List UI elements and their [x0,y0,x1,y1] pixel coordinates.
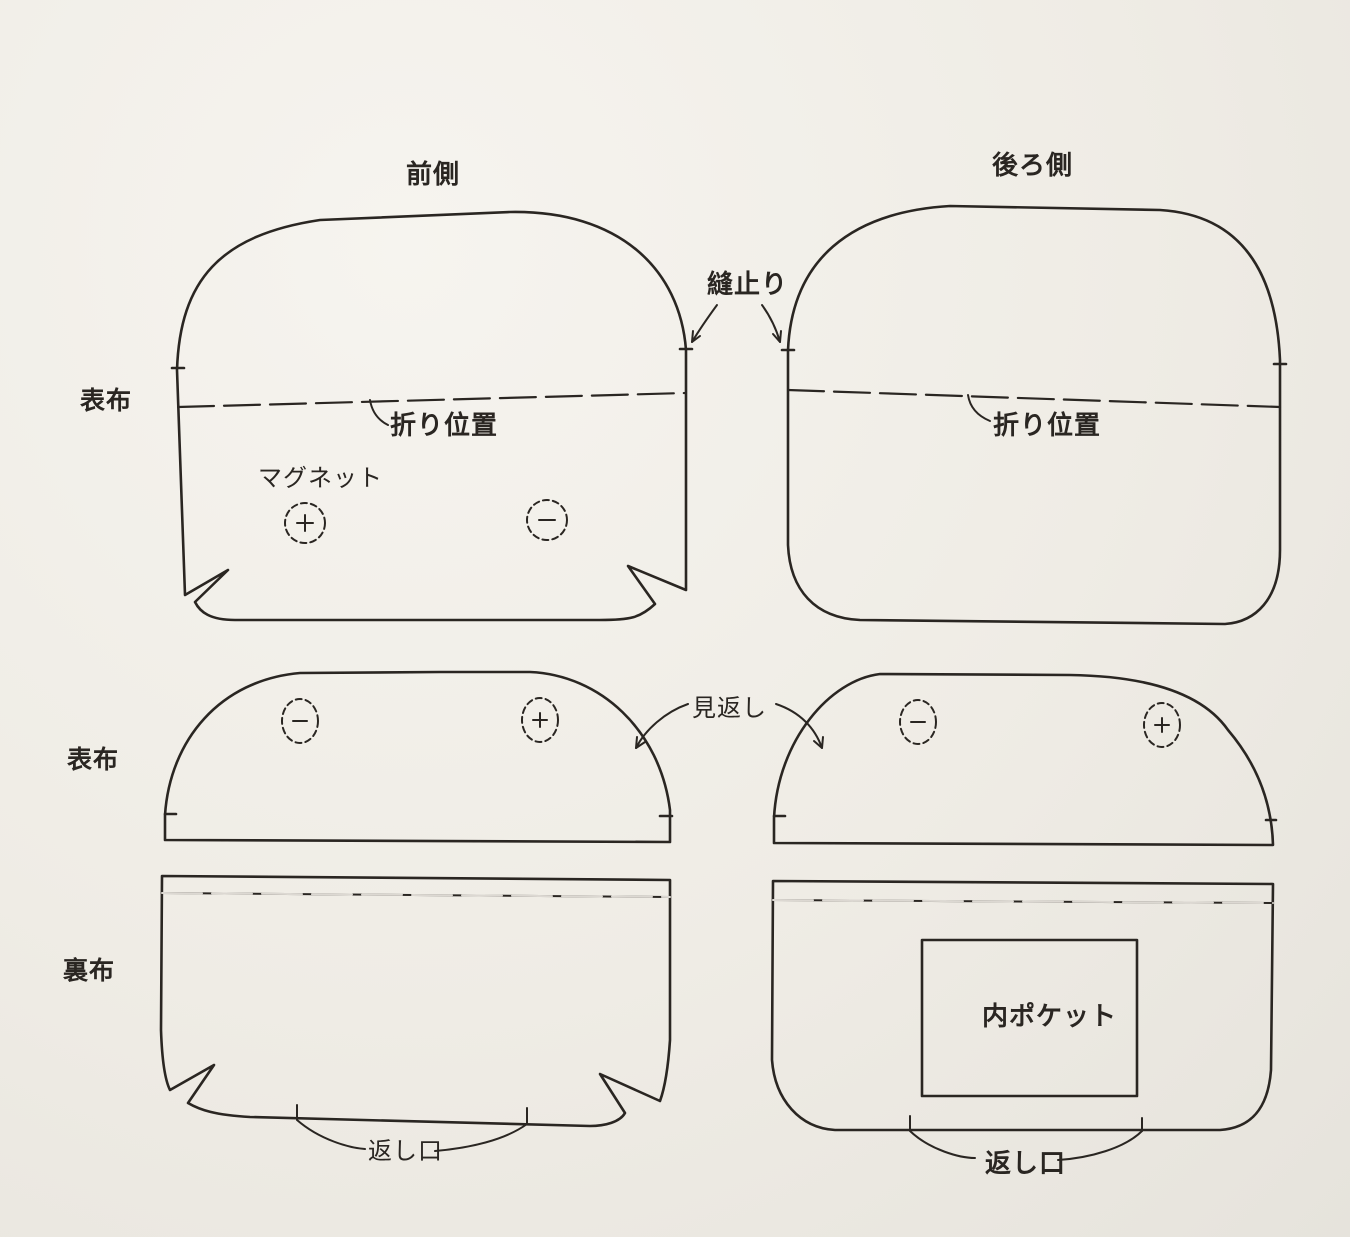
inner-pocket-rect [920,938,1139,1098]
front-lining-piece-outline [159,874,672,1128]
back-facing-piece-outline [772,672,1275,847]
magnet-mark-plus-facing-back [1143,702,1181,748]
fold-line-back [786,388,1282,409]
row-label-lining: 裏布 [63,956,116,985]
magnet-label: マグネット [258,464,383,492]
turning-opening-label-front: 返し口 [368,1137,443,1165]
fold-line-label-front: 折り位置 [390,411,499,441]
stitch-stop-label: 縫止り [707,270,789,300]
stitch-stop-arrow-right [761,304,781,343]
facing-label: 見返し [692,694,767,722]
facing-arrow-right [775,703,823,749]
turning-opening-bracket-front [296,1119,528,1152]
magnet-mark-plus-facing-front [521,697,559,743]
front-outer-piece-outline [175,210,688,622]
lining-stitch-line-back [772,899,1274,904]
turning-opening-bracket-back [909,1130,1143,1161]
back-outer-piece-outline [786,204,1282,626]
magnet-mark-minus-front [526,499,568,541]
lining-stitch-line-front [161,892,671,898]
back-lining-piece-outline [770,879,1275,1132]
turning-opening-label-back: 返し口 [985,1149,1067,1179]
front-facing-piece-outline [163,670,672,844]
magnet-mark-minus-facing-front [281,698,319,744]
column-header-back: 後ろ側 [992,151,1074,181]
row-label-outer-facing: 表布 [67,745,120,774]
inner-pocket-label: 内ポケット [982,1002,1118,1032]
fold-line-front [176,391,688,409]
magnet-mark-minus-facing-back [899,699,937,745]
stitch-stop-arrow-left [691,304,718,343]
fold-line-label-back: 折り位置 [993,411,1102,441]
row-label-outer-top: 表布 [80,386,133,415]
magnet-mark-plus-front [284,502,326,544]
column-header-front: 前側 [406,160,461,190]
facing-arrow-left [635,703,689,749]
